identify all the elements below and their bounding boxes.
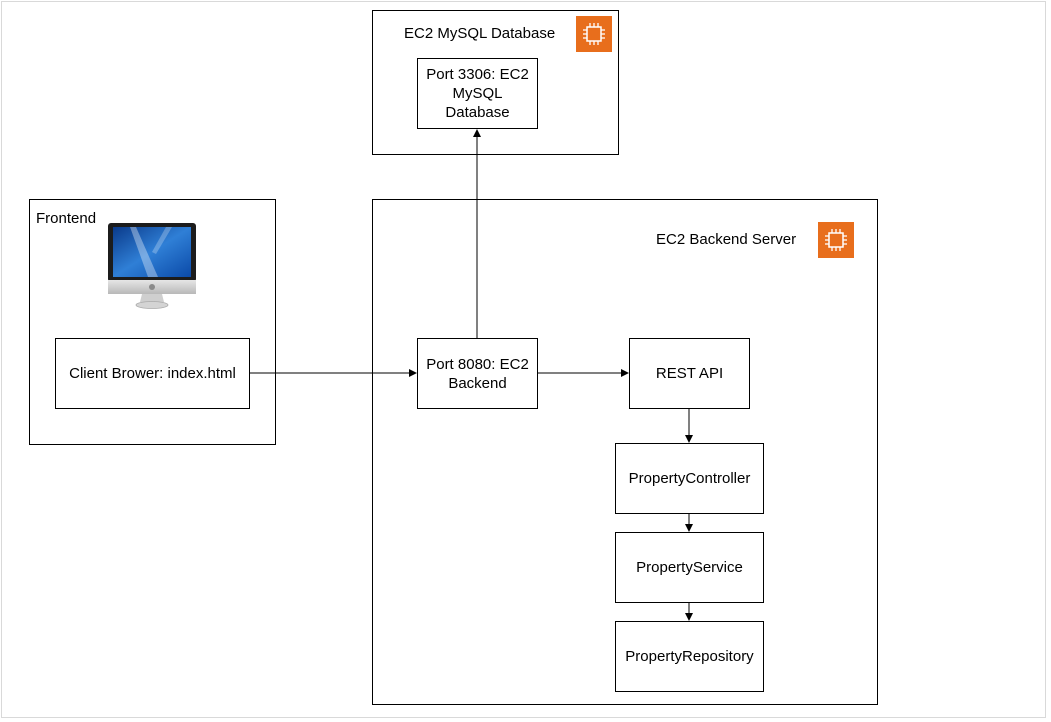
property-repository-label: PropertyRepository	[625, 648, 754, 665]
rest-api-node[interactable]: REST API	[629, 338, 750, 409]
backend-group-title: EC2 Backend Server	[656, 231, 797, 248]
client-browser-node[interactable]: Client Brower: index.html	[55, 338, 250, 409]
backend-port-label: Port 8080: EC2 Backend	[426, 355, 529, 392]
property-controller-node[interactable]: PropertyController	[615, 443, 764, 514]
desktop-computer-icon	[106, 222, 198, 315]
db-port-node[interactable]: Port 3306: EC2 MySQL Database	[417, 58, 538, 129]
property-service-label: PropertyService	[636, 559, 743, 576]
property-service-node[interactable]: PropertyService	[615, 532, 764, 603]
ec2-instance-icon	[818, 222, 854, 258]
client-browser-label: Client Brower: index.html	[69, 365, 236, 382]
rest-api-label: REST API	[655, 365, 724, 382]
db-port-label: Port 3306: EC2 MySQL Database	[426, 66, 529, 121]
database-group-title: EC2 MySQL Database	[404, 25, 556, 42]
property-repository-node[interactable]: PropertyRepository	[615, 621, 764, 692]
property-controller-label: PropertyController	[628, 470, 751, 487]
backend-port-node[interactable]: Port 8080: EC2 Backend	[417, 338, 538, 409]
frontend-group-title: Frontend	[36, 210, 97, 227]
ec2-instance-icon	[576, 16, 612, 52]
